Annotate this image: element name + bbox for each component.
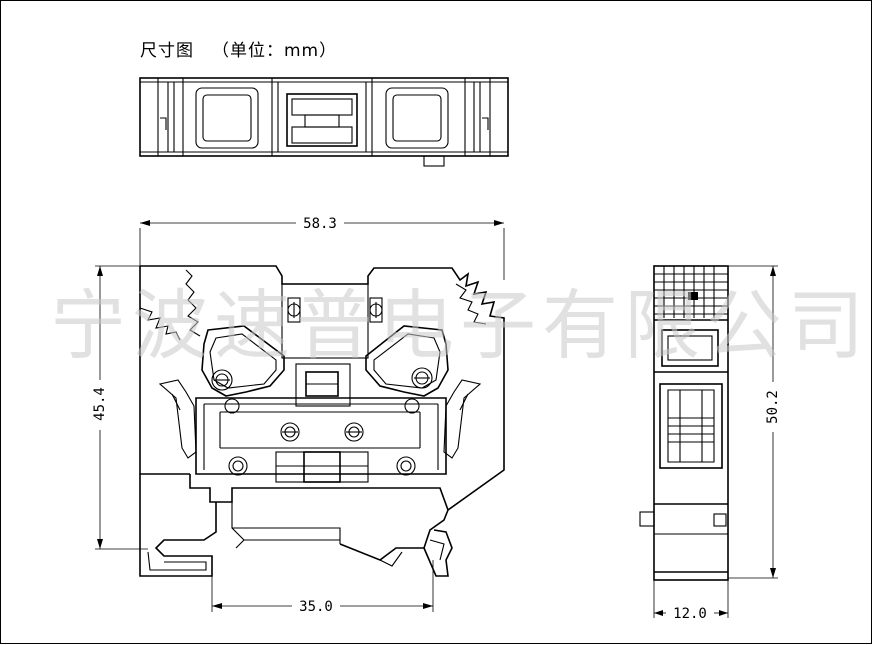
dim-side-height: 50.2	[728, 265, 781, 579]
side-view	[639, 265, 729, 581]
drawing-title: 尺寸图 （单位：mm）	[140, 36, 337, 61]
dim-side-width-label: 12.0	[673, 606, 707, 622]
dim-height-left-label: 45.4	[92, 387, 108, 421]
title-text: 尺寸图	[140, 41, 194, 61]
top-view	[139, 77, 509, 167]
unit-label: （单位：mm）	[212, 41, 338, 61]
watermark-text: 宁波速普电子有限公司	[50, 281, 870, 370]
dim-base-width: 35.0	[211, 560, 434, 615]
dim-side-height-label: 50.2	[765, 390, 781, 424]
dim-side-width: 12.0	[653, 580, 729, 622]
dim-width-top: 58.3	[139, 216, 505, 280]
dim-base-width-label: 35.0	[299, 599, 333, 615]
front-view	[139, 265, 505, 577]
dim-width-top-label: 58.3	[303, 216, 337, 232]
